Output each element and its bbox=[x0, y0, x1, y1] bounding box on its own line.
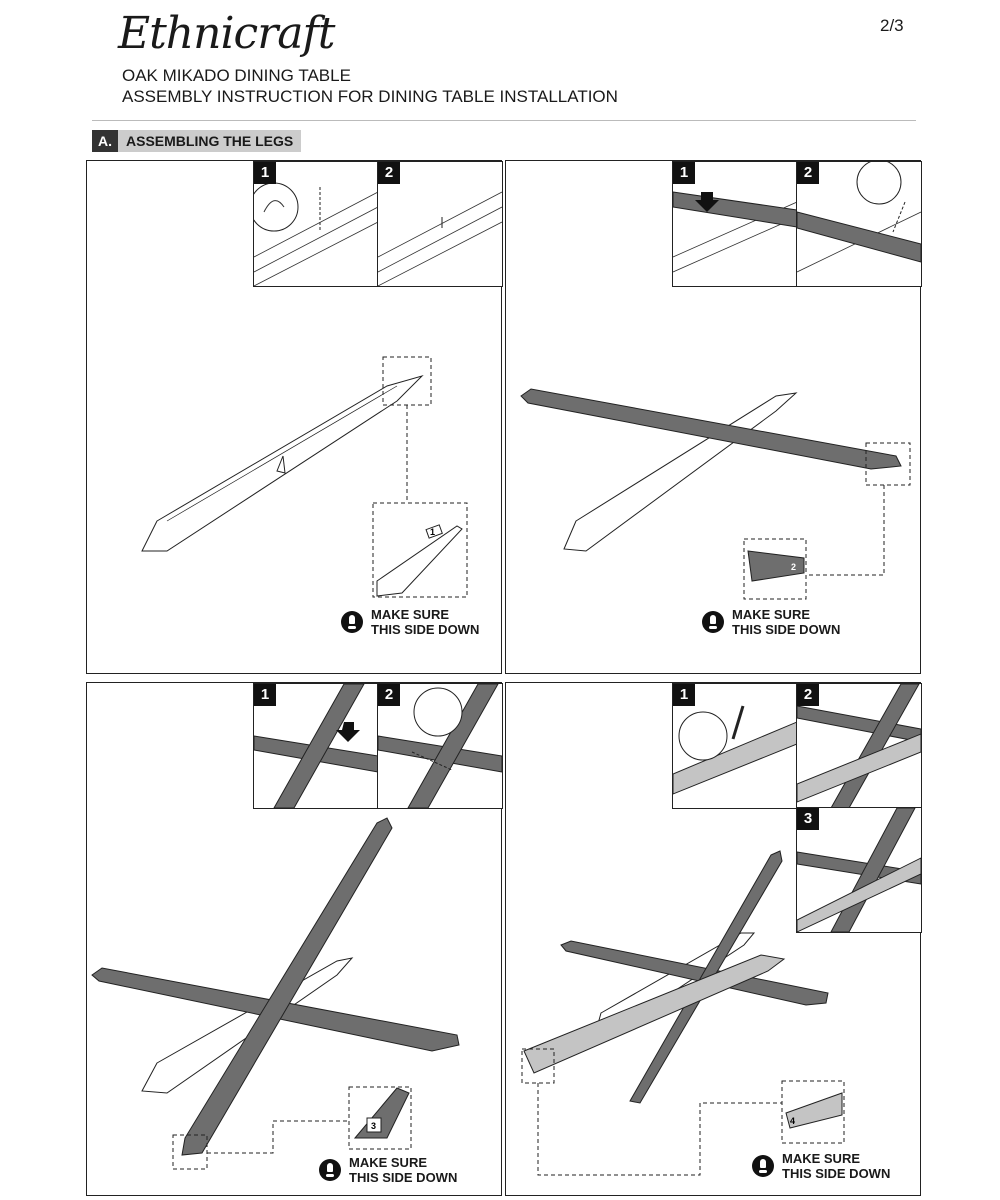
warning-line-2: THIS SIDE DOWN bbox=[349, 1170, 458, 1185]
warning-icon bbox=[702, 611, 724, 633]
part-label: 2 bbox=[791, 562, 796, 572]
leg-illustration: 3 bbox=[91, 817, 460, 1170]
part-label: 1 bbox=[430, 527, 435, 537]
step-2-inset: 2 bbox=[796, 683, 922, 809]
leg-illustration: 4 bbox=[521, 850, 845, 1176]
warning-line-1: MAKE SURE bbox=[349, 1155, 428, 1170]
step-3-inset: 3 bbox=[796, 807, 922, 933]
step-number: 2 bbox=[378, 162, 400, 184]
product-title: OAK MIKADO DINING TABLE bbox=[122, 66, 351, 85]
step-2-inset: 2 bbox=[796, 161, 922, 287]
step-number: 2 bbox=[378, 684, 400, 706]
header-divider bbox=[92, 120, 916, 121]
section-letter: A. bbox=[92, 130, 118, 152]
step-number: 3 bbox=[797, 808, 819, 830]
step-number: 1 bbox=[673, 162, 695, 184]
section-title: ASSEMBLING THE LEGS bbox=[118, 130, 302, 152]
warning-line-1: MAKE SURE bbox=[371, 607, 450, 622]
warning-icon bbox=[319, 1159, 341, 1181]
step-number: 2 bbox=[797, 684, 819, 706]
warning-line-2: THIS SIDE DOWN bbox=[732, 622, 841, 637]
leg-illustration: 2 bbox=[520, 388, 911, 600]
step-number: 1 bbox=[254, 684, 276, 706]
brand-logo: Ethnicraft bbox=[118, 8, 335, 59]
warning-line-2: THIS SIDE DOWN bbox=[371, 622, 480, 637]
step-number: 1 bbox=[673, 684, 695, 706]
warning-icon bbox=[341, 611, 363, 633]
step-1-inset: 1 bbox=[253, 161, 379, 287]
step-number: 1 bbox=[254, 162, 276, 184]
part-label: 4 bbox=[790, 1116, 795, 1126]
step-1-inset: 1 bbox=[672, 683, 798, 809]
document-subtitle: ASSEMBLY INSTRUCTION FOR DINING TABLE IN… bbox=[122, 87, 618, 106]
page-number: 2/3 bbox=[880, 16, 904, 35]
step-2-inset: 2 bbox=[377, 683, 503, 809]
warning-line-1: MAKE SURE bbox=[782, 1151, 861, 1166]
part-label: 3 bbox=[371, 1121, 376, 1131]
step-1-inset: 1 bbox=[672, 161, 798, 287]
warning-icon bbox=[752, 1155, 774, 1177]
section-heading: A. ASSEMBLING THE LEGS bbox=[92, 130, 302, 152]
step-1-inset: 1 bbox=[253, 683, 379, 809]
warning-line-1: MAKE SURE bbox=[732, 607, 811, 622]
step-2-inset: 2 bbox=[377, 161, 503, 287]
warning-line-2: THIS SIDE DOWN bbox=[782, 1166, 891, 1181]
step-number: 2 bbox=[797, 162, 819, 184]
leg-illustration: 1 bbox=[141, 356, 468, 598]
